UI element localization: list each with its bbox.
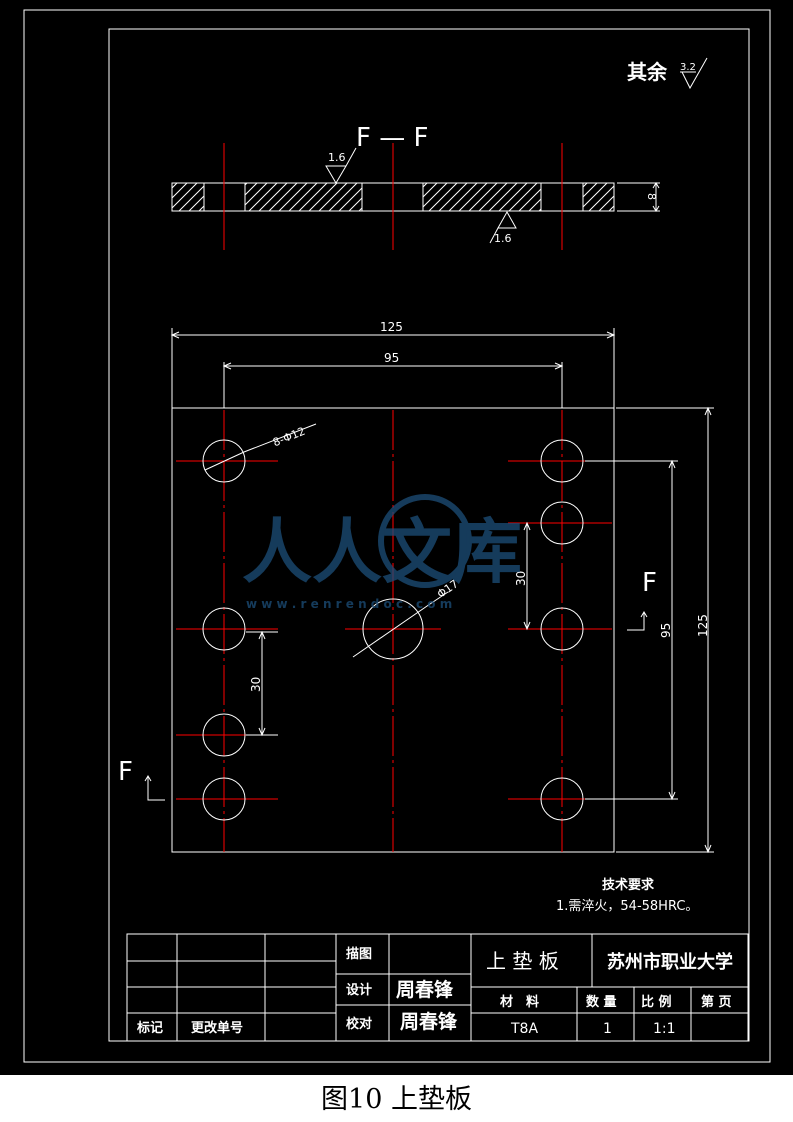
tb-page-label: 第 页 [701,994,732,1010]
surface-finish-label: 其余 [627,60,668,84]
tb-trace-label: 描图 [346,946,372,962]
tb-scale-label: 比 例 [641,994,672,1010]
tb-change-label: 更改单号 [191,1020,243,1036]
section-centerlines [223,143,563,250]
holes [202,439,584,821]
watermark-url: w w w . r e n r e n d o c . c o m [246,597,452,611]
roughness-bottom-symbol [489,210,517,244]
outer-frame [23,9,771,1063]
title-block-grid [126,933,749,1042]
dim-width: 125 [380,320,403,334]
watermark-logo-ring [378,494,472,588]
cut-mark-right: F [642,568,657,598]
dim-30-left: 30 [249,677,263,692]
dim-30-right-lines [523,521,531,631]
hole-left-2 [202,607,246,651]
holes-leader [204,423,317,471]
roughness-top-value: 1.6 [328,151,346,164]
tb-material-label: 材 料 [500,994,539,1010]
section-hatch-4 [583,183,614,211]
tb-mark-label: 标记 [136,1020,163,1036]
tb-check-name: 周春锋 [400,1010,458,1033]
tb-qty: 1 [603,1021,612,1037]
dim-right-lines [585,406,714,854]
dim-30-right: 30 [514,571,528,586]
tb-part-name: 上 垫 板 [486,949,559,973]
section-hole-edges [203,183,584,211]
hole-center [362,598,424,660]
hole-left-1 [202,439,246,483]
hole-left-4 [202,777,246,821]
roughness-bottom-value: 1.6 [494,232,512,245]
hole-right-3 [540,607,584,651]
tech-item-1: 1.需淬火，54-58HRC。 [556,899,698,914]
hole-right-2 [540,501,584,545]
hole-right-4 [540,777,584,821]
dim-95-right: 95 [659,623,673,638]
dim-hole-span: 95 [384,351,399,365]
watermark: 人人文库 w w w . r e n r e n d o c . c o m [242,494,522,611]
surface-finish-value: 3.2 [680,62,696,73]
dim-30-left-lines [246,630,278,737]
tb-qty-label: 数 量 [586,994,617,1010]
hole-left-3 [202,713,246,757]
tb-design-name: 周春锋 [396,978,454,1001]
center-hole-leader [352,591,449,658]
tb-material: T8A [510,1021,538,1037]
hole-right-1 [540,439,584,483]
tb-school: 苏州市职业大学 [607,951,733,973]
figure-caption: 图10 上垫板 [321,1084,472,1115]
section-hatch-2 [245,183,362,211]
tb-scale: 1:1 [653,1021,676,1037]
cut-mark-left: F [118,757,133,787]
cut-marks [144,611,648,801]
plan-centerlines [223,410,563,852]
roughness-top-symbol [325,147,357,184]
dim-height: 125 [696,614,710,637]
thickness-dimension [617,182,660,212]
thickness-value: 8 [645,193,658,200]
dim-width-lines [170,328,616,408]
engineering-drawing: 其余 3.2 F — F 1.6 1.6 8 [23,9,771,1063]
holes-label: 8-Φ12 [271,425,307,450]
watermark-text: 人人文库 [242,511,522,593]
section-title: F — F [356,123,428,153]
tb-design-label: 设计 [346,982,372,998]
section-hatch-1 [172,183,204,211]
tb-check-label: 校对 [346,1016,372,1032]
section-hatch-3 [423,183,541,211]
tech-title: 技术要求 [602,877,655,893]
drawing-sheet: 其余 3.2 F — F 1.6 1.6 8 [0,0,793,1075]
roughness-symbol [680,57,708,90]
